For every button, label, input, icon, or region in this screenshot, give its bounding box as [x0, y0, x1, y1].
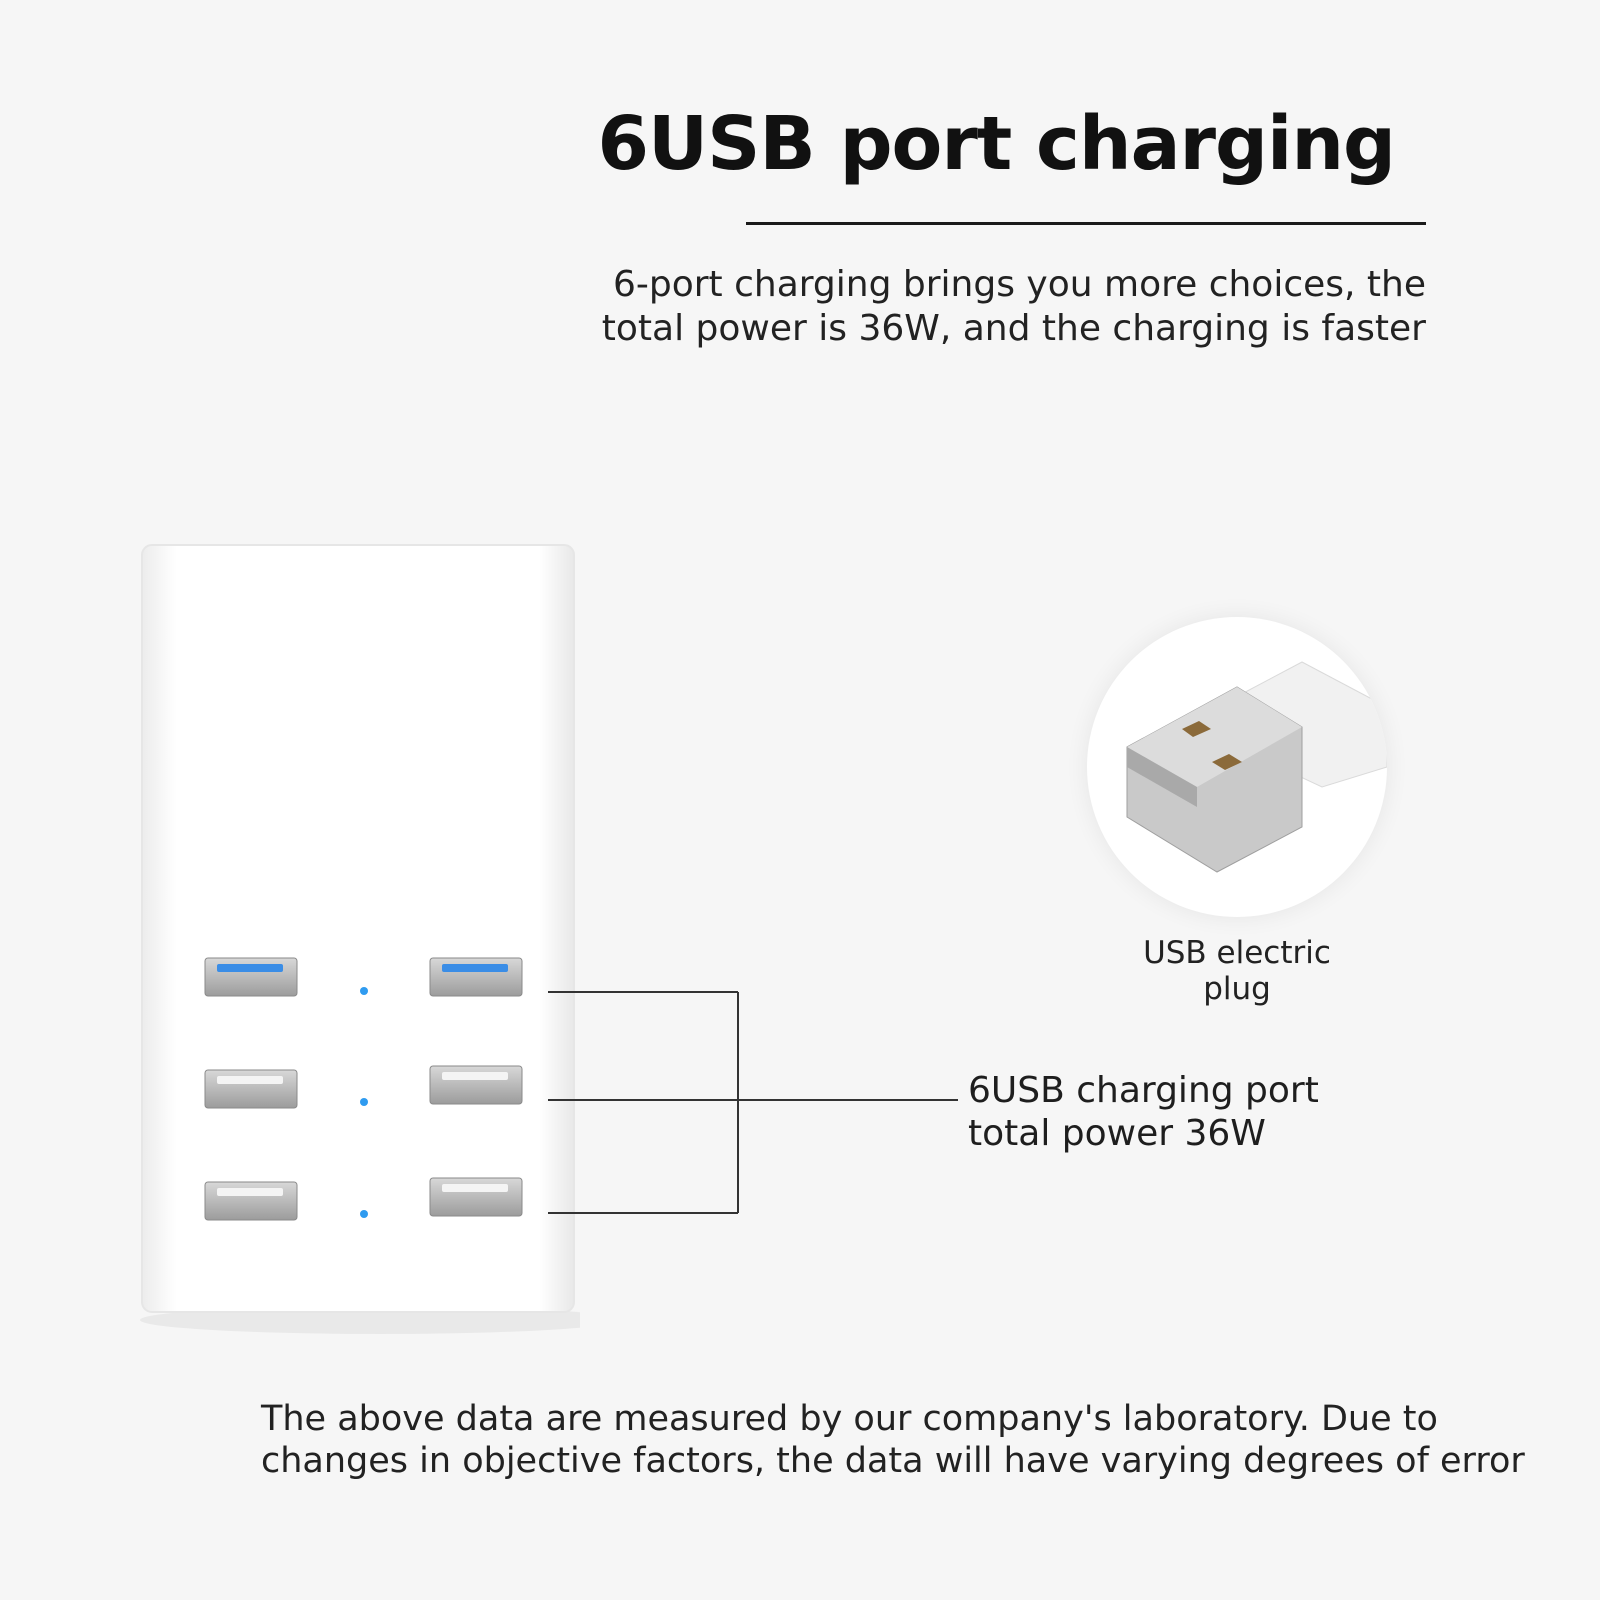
footnote-line-1: The above data are measured by our compa… — [261, 1399, 1438, 1439]
usb-plug-icon — [1126, 661, 1387, 873]
usb-plug-label: USB electric plug — [1143, 935, 1331, 1007]
subtitle-line-2: total power is 36W, and the charging is … — [601, 308, 1426, 349]
usb-port-accent — [217, 964, 283, 972]
usb-port — [429, 1065, 523, 1105]
title-divider — [746, 222, 1426, 225]
usb-port — [204, 1181, 298, 1221]
usb-port — [429, 1177, 523, 1217]
indicator-led — [360, 1210, 368, 1218]
page-title: 6USB port charging — [597, 101, 1396, 187]
indicator-led — [360, 1098, 368, 1106]
charger-device-image — [140, 544, 580, 1334]
usb-port-accent — [442, 964, 508, 972]
usb-port — [429, 957, 523, 997]
usb-port — [204, 1069, 298, 1109]
usb-port — [204, 957, 298, 997]
callout-line-2: total power 36W — [968, 1113, 1266, 1154]
subtitle-line-1: 6-port charging brings you more choices,… — [612, 264, 1426, 305]
usb-plug-inset — [1087, 617, 1387, 917]
indicator-led — [360, 987, 368, 995]
callout-line-1: 6USB charging port — [968, 1070, 1319, 1111]
callout-lines — [548, 991, 958, 1214]
footnote-line-2: changes in objective factors, the data w… — [261, 1441, 1525, 1481]
